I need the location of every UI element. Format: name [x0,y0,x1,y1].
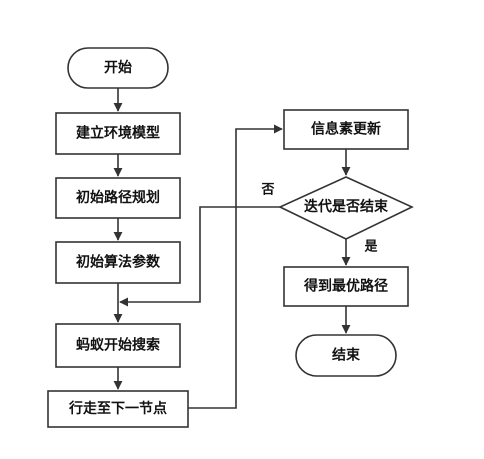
node-build-env: 建立环境模型 [55,112,181,155]
check-end-diamond [278,176,414,240]
build-env-label: 建立环境模型 [76,125,160,142]
move-next-label: 行走至下一节点 [68,400,167,417]
node-move-next: 行走至下一节点 [47,390,189,428]
init-params-box [55,241,181,284]
ant-search-label: 蚂蚁开始搜索 [76,337,160,354]
edge-label-yes: 是 [363,240,378,255]
check-end-label: 迭代是否结束 [304,198,389,215]
node-best-path: 得到最优路径 [283,266,409,307]
best-path-label: 得到最优路径 [303,278,388,295]
init-path-box [55,177,181,219]
update-pheromone-label: 信息素更新 [311,121,381,138]
edges [113,88,351,409]
update-pheromone-box [283,109,409,150]
start-terminal-shape [67,47,169,89]
edge-label-no: 否 [260,183,274,198]
build-env-box [55,112,181,155]
end-terminal-shape [295,334,397,377]
node-end: 结束 [295,334,397,377]
node-update-pheromone: 信息素更新 [283,109,409,150]
node-init-params: 初始算法参数 [55,241,181,284]
move-next-box [47,390,189,428]
node-start: 开始 [67,47,169,89]
edge-check-no-loop [119,206,280,307]
init-params-label: 初始算法参数 [76,254,161,271]
ant-search-box [55,323,181,368]
start-label: 开始 [104,59,132,76]
init-path-label: 初始路径规划 [76,189,160,206]
node-check-end: 迭代是否结束 [278,176,414,240]
end-label: 结束 [332,347,361,364]
node-ant-search: 蚂蚁开始搜索 [55,323,181,368]
best-path-box [283,266,409,307]
edge-move-to-update [188,124,283,409]
node-init-path: 初始路径规划 [55,177,181,219]
